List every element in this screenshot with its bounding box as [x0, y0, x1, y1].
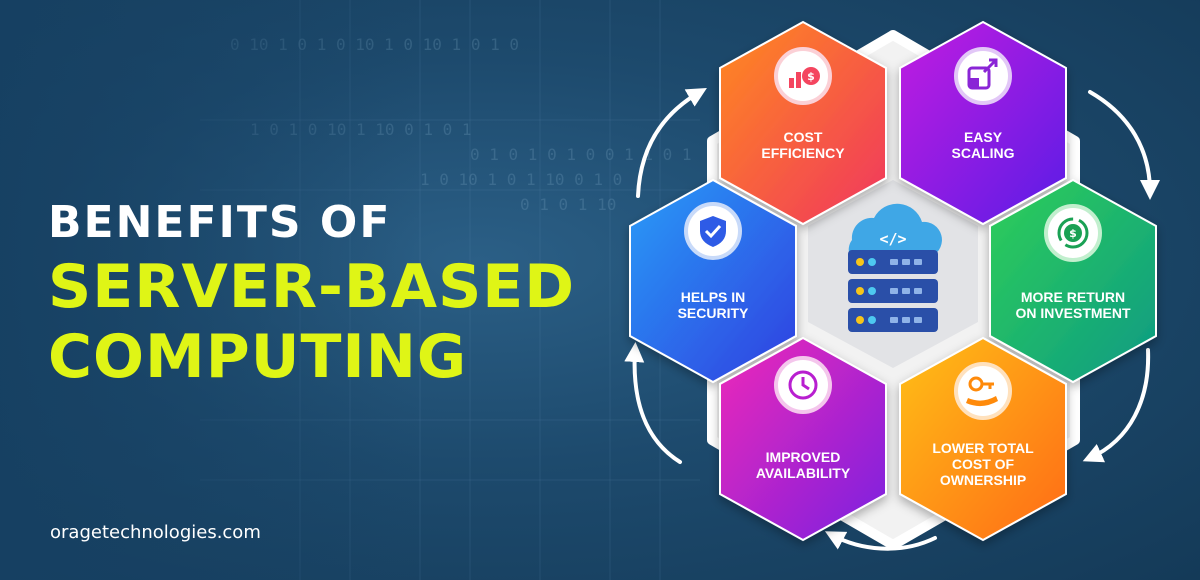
hex-improved-availability — [719, 336, 887, 542]
key-hand-icon — [954, 362, 1012, 420]
cost-chart-dollar-icon: $ — [774, 47, 832, 105]
clock-icon — [774, 356, 832, 414]
cloud-server-icon: </> — [848, 203, 942, 332]
code-glyph: </> — [879, 230, 906, 248]
svg-text:0 1 0 1 0 1 0 0 1 1 0 1: 0 1 0 1 0 1 0 0 1 1 0 1 — [470, 145, 692, 164]
svg-text:1 0 10 1 0 1 10 0 1 0: 1 0 10 1 0 1 10 0 1 0 — [420, 170, 622, 189]
dollar-cycle-icon: $ — [1044, 204, 1102, 262]
hex-helps-security — [629, 178, 797, 384]
svg-text:0 1 0 1 10: 0 1 0 1 10 — [520, 195, 616, 214]
scale-arrow-icon — [954, 47, 1012, 105]
hex-lower-total-cost — [899, 336, 1067, 542]
heading-line-2: SERVER-BASED — [48, 252, 576, 322]
hex-easy-scaling — [899, 20, 1067, 226]
hex-cost-efficiency — [719, 20, 887, 226]
shield-check-icon — [684, 202, 742, 260]
hex-more-return — [989, 178, 1157, 384]
cycle-arrows — [624, 88, 1160, 551]
heading-line-3: COMPUTING — [48, 322, 468, 392]
heading-line-1: BENEFITS OF — [48, 197, 392, 248]
svg-text:$: $ — [1069, 227, 1077, 240]
svg-text:$: $ — [807, 70, 815, 83]
website-url: oragetechnologies.com — [50, 522, 261, 543]
